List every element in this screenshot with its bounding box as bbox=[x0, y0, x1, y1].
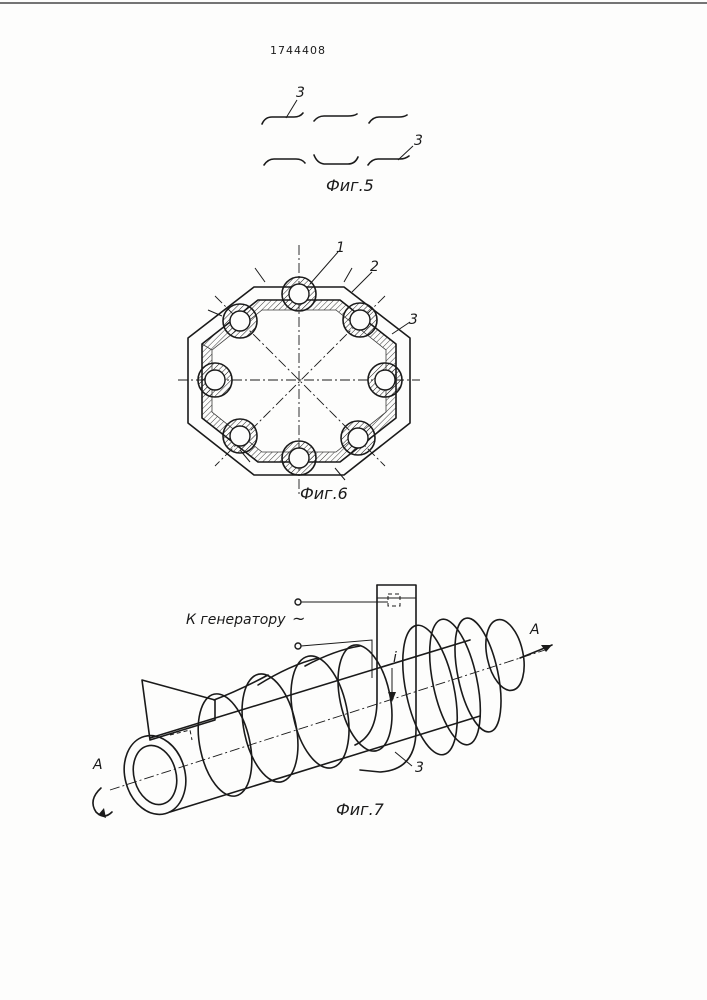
fig7-contact-box bbox=[388, 594, 400, 606]
fig7-plate bbox=[142, 680, 215, 740]
fig7-coil-3 bbox=[282, 651, 359, 774]
fig7-terminal-1 bbox=[295, 599, 301, 605]
fig7-section-label-left: А bbox=[93, 757, 103, 773]
fig7-terminal-2 bbox=[295, 643, 301, 649]
fig7-ac-symbol: ~ bbox=[292, 609, 305, 628]
fig7-disc-3 bbox=[446, 614, 509, 736]
fig7-current-label: i bbox=[393, 650, 397, 666]
fig7-caption: Фиг.7 bbox=[336, 800, 384, 819]
fig7-rotation-arrow-head bbox=[98, 808, 106, 818]
fig7-disc-2 bbox=[420, 615, 490, 749]
fig7-section-label-right: А bbox=[530, 622, 540, 638]
fig7-pipe-bottom-edge bbox=[170, 716, 480, 812]
fig7-generator-label: К генератору bbox=[186, 612, 285, 628]
fig7-conductor-inner bbox=[355, 585, 377, 745]
fig7-pipe-end-inner bbox=[127, 741, 183, 810]
fig7-end-cap bbox=[480, 616, 530, 694]
fig7-helix-link-1 bbox=[214, 675, 268, 700]
fig7-helix-link-2 bbox=[258, 658, 318, 685]
fig7-label-3: 3 bbox=[415, 760, 424, 776]
